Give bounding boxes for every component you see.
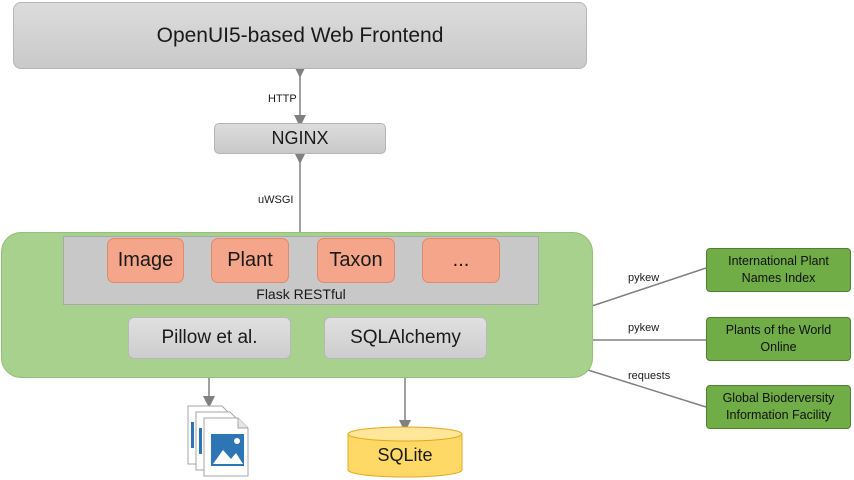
gbif-box: Global Bioderversity Information Facilit… bbox=[706, 385, 851, 429]
powo-box: Plants of the World Online bbox=[706, 317, 851, 361]
resource-taxon: Taxon bbox=[317, 238, 395, 283]
ipni-link-label: pykew bbox=[628, 272, 660, 284]
frontend-box: OpenUI5-based Web Frontend bbox=[13, 2, 587, 69]
uwsgi-label: uWSGI bbox=[258, 194, 294, 206]
gbif-link-label: requests bbox=[628, 370, 671, 382]
image-files-icon bbox=[187, 405, 249, 477]
flask-label: Flask RESTful bbox=[256, 286, 346, 302]
http-label: HTTP bbox=[268, 93, 297, 105]
resource-image: Image bbox=[107, 238, 184, 283]
resource-plant: Plant bbox=[211, 238, 289, 283]
sqlite-cylinder bbox=[347, 426, 463, 478]
nginx-box: NGINX bbox=[214, 123, 386, 154]
ipni-box: International Plant Names Index bbox=[706, 248, 851, 292]
sqlite-label: SQLite bbox=[377, 444, 433, 465]
resource-more: ... bbox=[422, 238, 500, 283]
powo-link-label: pykew bbox=[628, 322, 660, 334]
pillow-box: Pillow et al. bbox=[128, 317, 291, 359]
sqlalchemy-box: SQLAlchemy bbox=[324, 317, 487, 359]
